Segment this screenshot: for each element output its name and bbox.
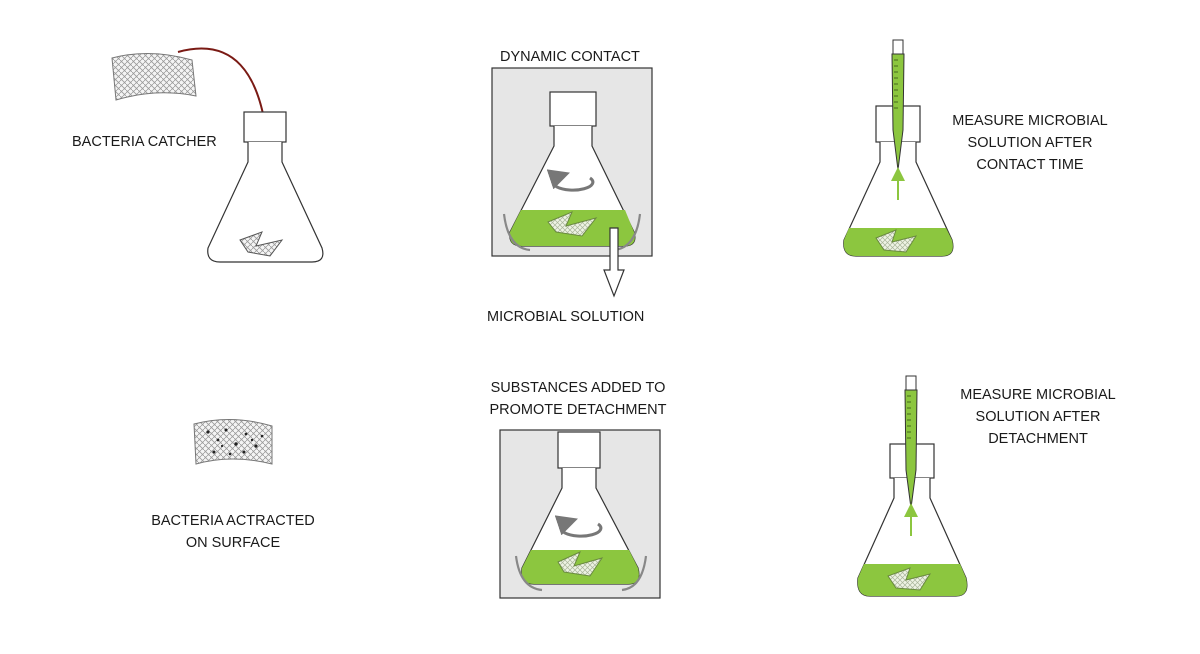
label-line: PROMOTE DETACHMENT [489,402,667,418]
label-substances-added: SUBSTANCES ADDED TO PROMOTE DETACHMENT [468,377,688,421]
label-line: DETACHMENT [988,431,1088,447]
label-line: SOLUTION AFTER [967,135,1093,151]
step5-group [499,429,661,599]
pipette-top [892,39,904,55]
pipette-scale [894,59,898,109]
label-bacteria-attracted: BACTERIA ACTRACTED ON SURFACE [133,510,333,554]
label-line: CONTACT TIME [976,157,1084,173]
fabric-swatch-with-bacteria [193,418,273,465]
label-microbial-solution: MICROBIAL SOLUTION [487,309,645,325]
label-line: MEASURE MICROBIAL [952,113,1108,129]
step6-group [857,375,968,597]
step2-group [491,67,653,298]
label-measure-contact: MEASURE MICROBIAL SOLUTION AFTER CONTACT… [930,110,1130,176]
pipette-scale [907,395,911,439]
fabric-in-flask [239,231,284,257]
fabric-in-liquid [875,229,918,253]
down-arrow-icon [603,227,625,298]
label-line: ON SURFACE [185,535,281,551]
pipette-top [905,375,917,391]
shaker-cradle [514,555,648,592]
flask-stopper [557,431,601,469]
flask-stopper [243,111,287,143]
pipette-body [904,389,918,509]
flask-stopper [549,91,597,127]
label-line: SUBSTANCES ADDED TO [490,380,666,396]
flask-body [207,142,324,263]
fabric-swatch [111,53,197,101]
step1-group [111,47,324,263]
label-line: BACTERIA ACTRACTED [151,513,315,529]
label-line: MEASURE MICROBIAL [960,387,1116,403]
label-dynamic-contact: DYNAMIC CONTACT [500,49,640,65]
step3-group [843,39,954,257]
step4-group [193,418,273,465]
rotation-arrow-icon [546,169,595,192]
label-bacteria-catcher: BACTERIA CATCHER [72,134,217,150]
fabric-in-liquid [557,551,604,577]
label-measure-detachment: MEASURE MICROBIAL SOLUTION AFTER DETACHM… [938,384,1138,450]
label-line: SOLUTION AFTER [975,409,1101,425]
fabric-in-liquid [887,567,932,591]
bacteria-dots [206,428,264,456]
pipette-body [891,53,905,171]
rotation-arrow-icon [554,515,603,538]
fabric-in-liquid [547,211,598,237]
